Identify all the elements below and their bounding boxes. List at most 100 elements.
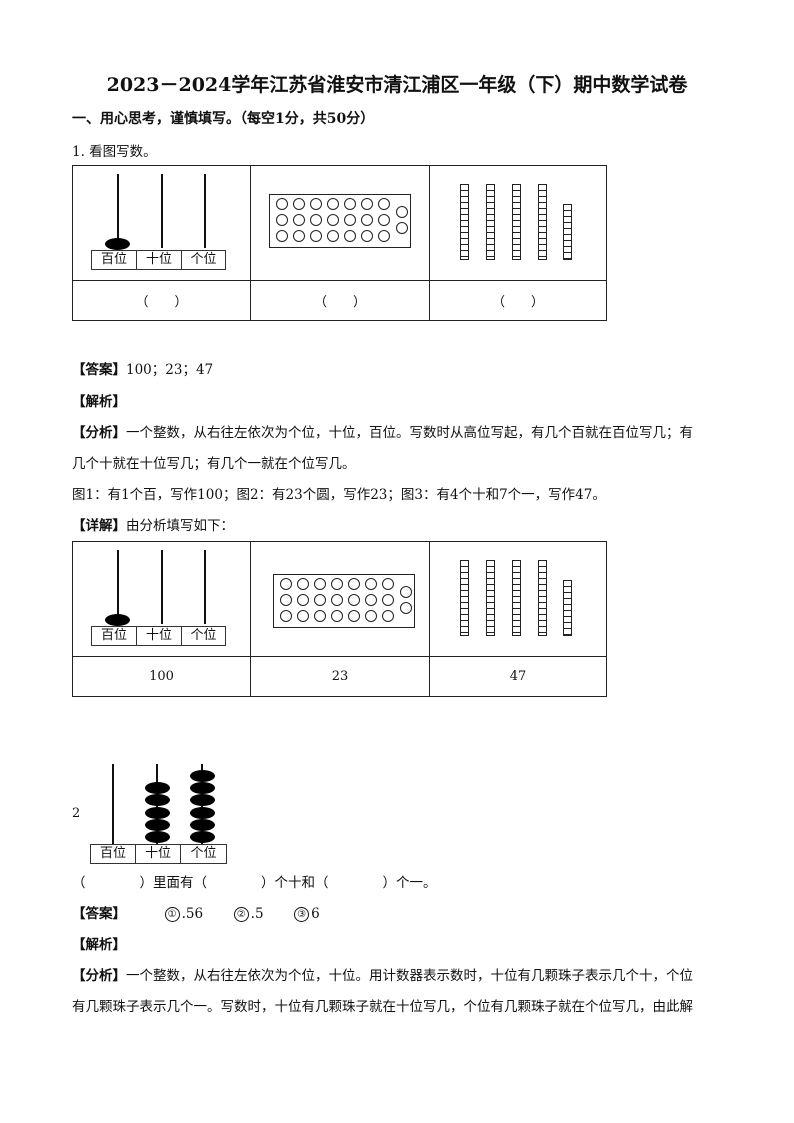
ten-stick: [460, 560, 469, 636]
circle-mark: [314, 610, 326, 622]
ten-stick: [460, 184, 469, 260]
abacus-cell: 百位 十位 个位: [72, 165, 251, 281]
place-label-hundreds: 百位: [92, 627, 137, 645]
abacus-bead: [190, 818, 215, 831]
answer-label: 【答案】: [72, 906, 126, 922]
place-label-tens: 十位: [136, 845, 181, 863]
circle-mark: [361, 198, 373, 210]
abacus-bead: [190, 794, 215, 807]
circles-frame: [273, 574, 415, 628]
place-value-labels: 百位 十位 个位: [90, 844, 227, 864]
circle-mark: [293, 214, 305, 226]
ten-stick: [538, 184, 547, 260]
abacus-rod: [204, 550, 206, 624]
place-label-ones: 个位: [190, 628, 217, 643]
place-label-tens: 十位: [137, 251, 182, 269]
q2-abacus: 百位 十位 个位: [88, 760, 233, 866]
blank-cell: （ ）: [72, 280, 251, 321]
circle-mark: [365, 610, 377, 622]
circled-number: ③: [294, 907, 310, 922]
circle-mark: [348, 594, 360, 606]
analysis-text: 一个整数，从右往左依次为个位，十位。用计数器表示数时，十位有几颗珠子表示几个十，…: [126, 968, 693, 984]
q2-analysis-2: 有几颗珠子表示几个一。写数时，十位有几颗珠子就在十位写几，个位有几颗珠子就在个位…: [72, 999, 693, 1015]
circles-frame: [269, 194, 411, 248]
q1-analysis-1: 【分析】一个整数，从右往左依次为个位，十位，百位。写数时从高位写起，有几个百就在…: [72, 423, 693, 443]
circle-mark: [327, 198, 339, 210]
q2-number: 2: [72, 806, 81, 821]
circle-mark: [331, 610, 343, 622]
circle-mark: [365, 594, 377, 606]
page-title: 2023－2024学年江苏省淮安市清江浦区一年级（下）期中数学试卷: [106, 74, 688, 96]
circle-mark: [280, 594, 292, 606]
abacus-rod: [161, 174, 163, 248]
circle-mark: [365, 578, 377, 590]
circle-mark: [276, 230, 288, 242]
circle-mark: [297, 594, 309, 606]
analysis-label: 【分析】: [72, 425, 126, 441]
circle-mark: [348, 610, 360, 622]
q2-jiexi: 【解析】: [72, 937, 126, 953]
ten-stick: [486, 184, 495, 260]
abacus-bead: [145, 782, 170, 795]
abacus-rod: [112, 764, 114, 844]
ten-stick: [512, 184, 521, 260]
place-label-ones: 个位: [190, 252, 217, 267]
ten-stick: [538, 560, 547, 636]
abacus-bead: [145, 794, 170, 807]
circle-mark: [361, 214, 373, 226]
circle-mark: [293, 198, 305, 210]
abacus-bead: [145, 818, 170, 831]
blank-cell: （ ）: [250, 280, 430, 321]
abacus-rod: [204, 174, 206, 248]
circle-mark: [297, 578, 309, 590]
answer-text: 100；23；47: [126, 362, 214, 378]
circle-mark: [293, 230, 305, 242]
circled-number: ②: [233, 907, 249, 922]
circle-mark: [378, 214, 390, 226]
place-value-labels: 百位 十位 个位: [91, 250, 226, 270]
circle-mark: [382, 594, 394, 606]
filled-answer-cell: 100: [72, 656, 251, 697]
answer-value: 6: [311, 906, 320, 922]
ones-stick: [563, 204, 572, 260]
q2-fill-text: （ ）里面有（ ）个十和（ ）个一。: [72, 875, 437, 891]
detail-label: 【详解】: [72, 518, 126, 534]
circle-mark: [344, 198, 356, 210]
place-label-hundreds: 百位: [92, 251, 137, 269]
circle-mark: [396, 206, 408, 218]
circled-number: ①: [164, 907, 180, 922]
circle-mark: [310, 230, 322, 242]
q1-analysis-2: 几个十就在十位写几；有几个一就在个位写几。: [72, 456, 356, 472]
circle-mark: [310, 198, 322, 210]
circle-mark: [382, 578, 394, 590]
abacus-bead: [145, 831, 170, 843]
circle-mark: [382, 610, 394, 622]
circle-mark: [297, 610, 309, 622]
analysis-label: 【分析】: [72, 968, 126, 984]
circle-mark: [314, 578, 326, 590]
circle-mark: [396, 222, 408, 234]
circle-mark: [361, 230, 373, 242]
q1-jiexi: 【解析】: [72, 394, 126, 410]
section-heading: 一、用心思考，谨慎填写。（每空1分，共50分）: [72, 111, 375, 127]
circles-cell: [250, 541, 430, 657]
circle-mark: [331, 594, 343, 606]
circle-mark: [348, 578, 360, 590]
q1-detail: 【详解】由分析填写如下：: [72, 516, 234, 536]
filled-answer-cell: 23: [250, 656, 430, 697]
ten-stick: [512, 560, 521, 636]
circle-mark: [400, 586, 412, 598]
circles-cell: [250, 165, 430, 281]
sticks-cell: [429, 165, 607, 281]
abacus-bead: [190, 782, 215, 795]
place-label-tens: 十位: [137, 627, 182, 645]
circle-mark: [327, 214, 339, 226]
ten-stick: [486, 560, 495, 636]
analysis-text: 一个整数，从右往左依次为个位，十位，百位。写数时从高位写起，有几个百就在百位写几…: [126, 425, 693, 441]
q1-answer: 【答案】100；23；47: [72, 360, 213, 380]
circle-mark: [400, 602, 412, 614]
filled-answer-cell: 47: [429, 656, 607, 697]
circle-mark: [378, 198, 390, 210]
answer-label: 【答案】: [72, 362, 126, 378]
place-label-ones: 个位: [190, 846, 217, 861]
